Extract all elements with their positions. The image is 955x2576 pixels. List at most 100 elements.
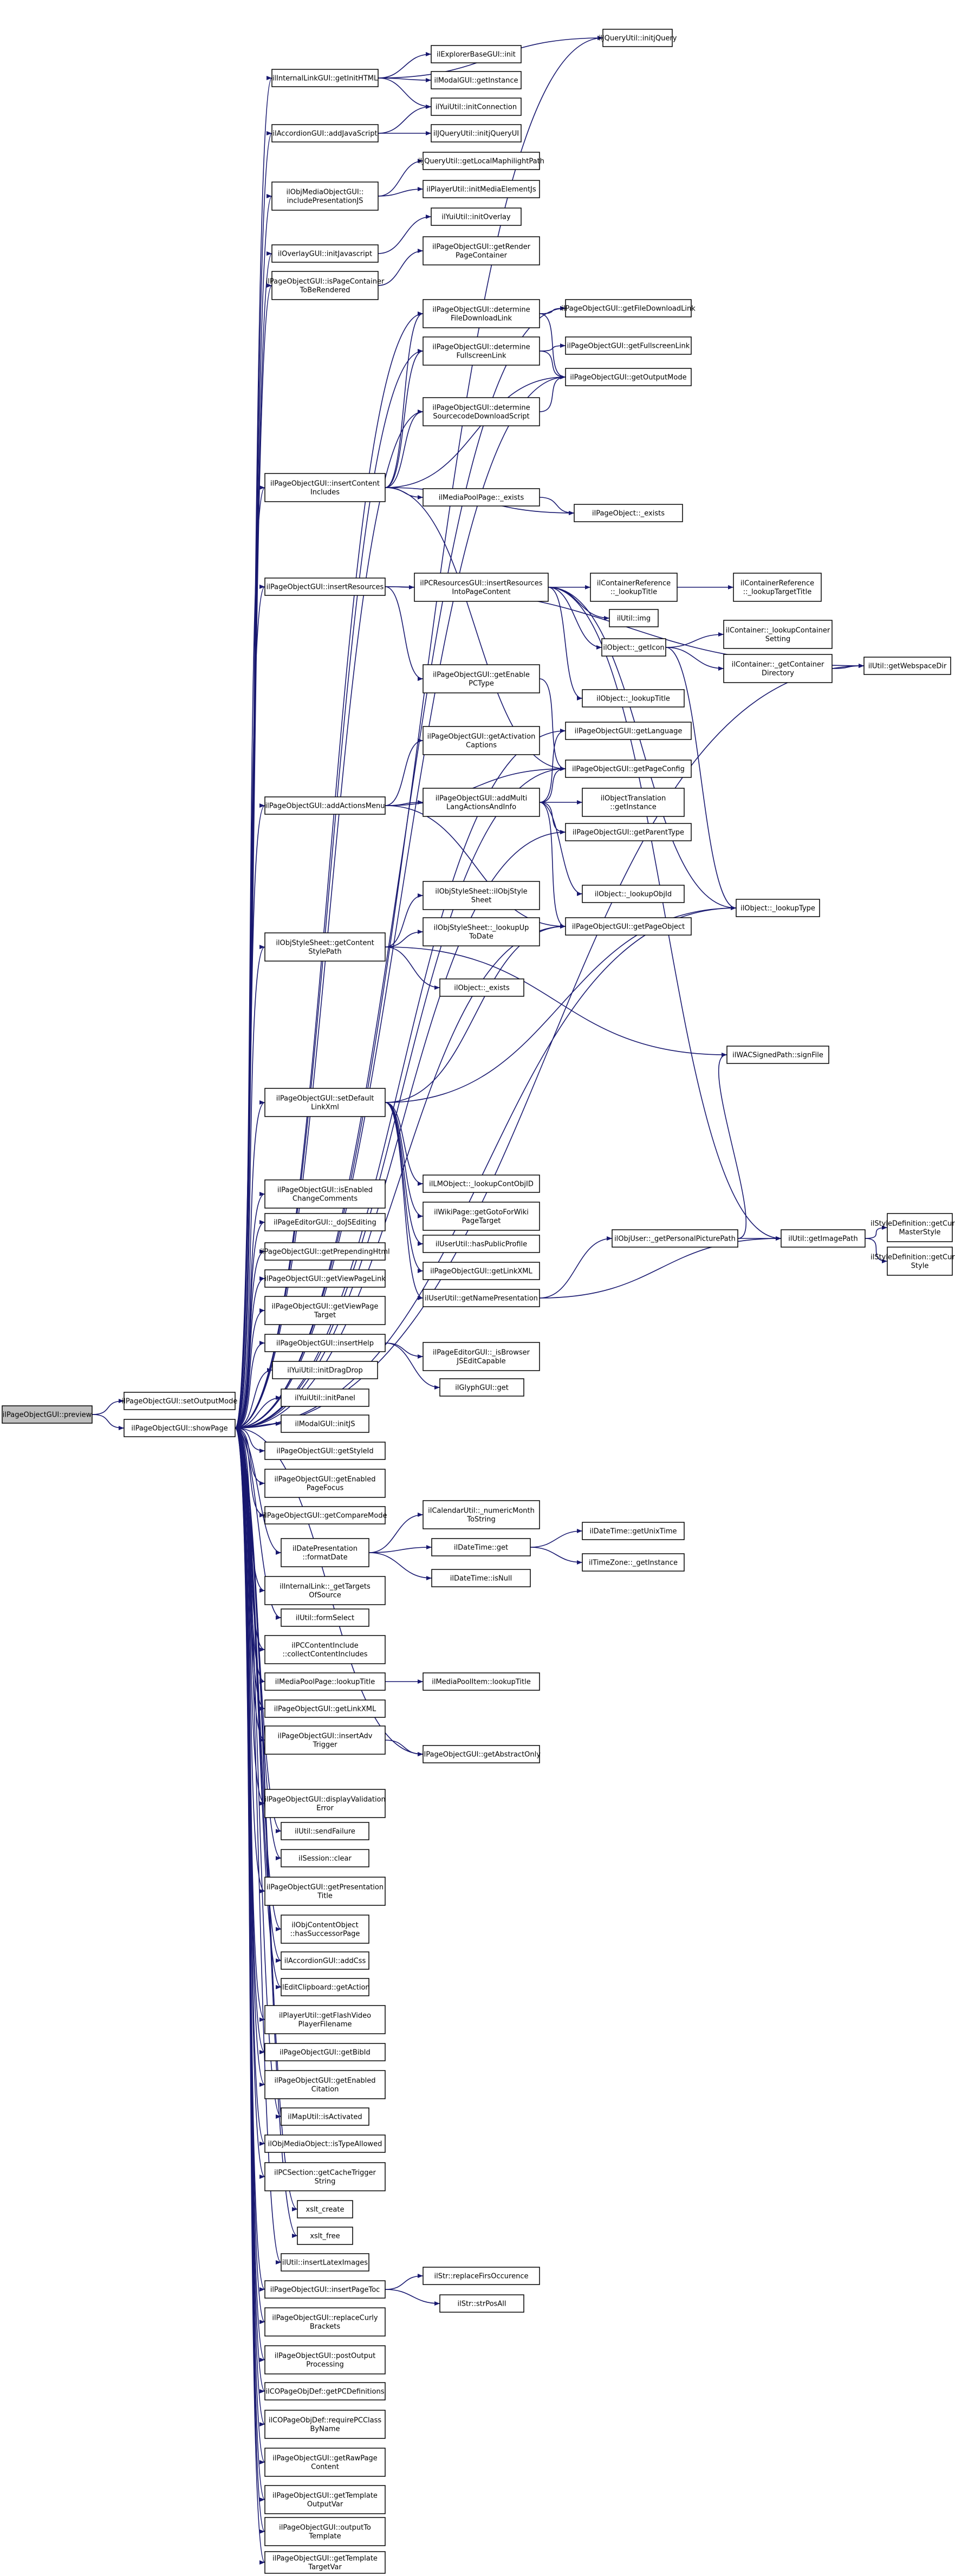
node-get-fs[interactable]: ilPageObjectGUI::getFullscreenLink: [565, 336, 692, 355]
node-obj-get-icon[interactable]: ilObject::_getIcon: [601, 638, 666, 657]
node-explorer-init[interactable]: ilExplorerBaseGUI::init: [431, 45, 522, 63]
node-get-out-mode[interactable]: ilPageObjectGUI::getOutputMode: [565, 368, 692, 386]
node-mp-item-lookup-title[interactable]: ilMediaPoolItem::lookupTitle: [423, 1672, 540, 1691]
node-modal-init-js[interactable]: ilModalGUI::initJS: [281, 1414, 369, 1433]
node-sess-clear[interactable]: ilSession::clear: [281, 1849, 369, 1867]
node-latex-images[interactable]: ilUtil::insertLatexImages: [281, 2253, 369, 2272]
node-det-src[interactable]: ilPageObjectGUI::determineSourcecodeDown…: [423, 397, 540, 426]
node-lookup-obj-id[interactable]: ilObject::_lookupObjId: [582, 885, 685, 903]
node-get-link-xml2[interactable]: ilPageObjectGUI::getLinkXML: [264, 1699, 386, 1718]
node-is-null[interactable]: ilDateTime::isNull: [431, 1569, 531, 1587]
node-det-file-dl[interactable]: ilPageObjectGUI::determineFileDownloadLi…: [423, 299, 540, 328]
node-acc-css[interactable]: ilAccordionGUI::addCss: [281, 1951, 369, 1970]
node-obj-transl[interactable]: ilObjectTranslation::getInstance: [582, 788, 685, 817]
node-wac-signed[interactable]: ilWACSignedPath::signFile: [726, 1046, 829, 1064]
node-jq-ui[interactable]: ilJQueryUtil::initjQueryUI: [431, 124, 522, 142]
node-lookup-title[interactable]: ilObject::_lookupTitle: [582, 689, 685, 708]
node-maphilight[interactable]: ilJQueryUtil::getLocalMaphilightPath: [418, 152, 544, 170]
node-output-mode[interactable]: ilPageObjectGUI::setOutputMode: [122, 1392, 238, 1410]
node-clip-action[interactable]: ilEditClipboard::getAction: [280, 1978, 370, 1996]
node-init-panel[interactable]: ilYuiUtil::initPanel: [281, 1388, 369, 1407]
node-pc-defs[interactable]: ilCOPageObjDef::getPCDefinitions: [264, 2382, 386, 2400]
node-compare-mode[interactable]: ilPageObjectGUI::getCompareMode: [263, 1506, 387, 1524]
node-map-activated[interactable]: ilMapUtil::isActivated: [281, 2107, 369, 2126]
node-xslt-create[interactable]: xslt_create: [297, 2200, 353, 2218]
node-form-select[interactable]: ilUtil::formSelect: [281, 1608, 369, 1627]
node-has-public[interactable]: ilUserUtil::hasPublicProfile: [423, 1235, 540, 1253]
node-insert-help[interactable]: ilPageObjectGUI::insertHelp: [264, 1334, 386, 1352]
node-modal-inst[interactable]: ilModalGUI::getInstance: [431, 71, 522, 89]
node-overlay-js[interactable]: ilOverlayGUI::initJavascript: [271, 244, 379, 263]
node-get-page-config[interactable]: ilPageObjectGUI::getPageConfig: [565, 760, 692, 778]
node-get-lang[interactable]: ilPageObjectGUI::getLanguage: [565, 722, 692, 740]
node-tz-instance[interactable]: ilTimeZone::_getInstance: [582, 1553, 685, 1572]
node-webspace[interactable]: ilUtil::getWebspaceDir: [863, 657, 951, 675]
node-add-multi-lang[interactable]: ilPageObjectGUI::addMultiLangActionsAndI…: [423, 788, 540, 817]
node-pc-render[interactable]: ilPageObjectGUI::isPageContainerToBeRend…: [266, 271, 385, 300]
node-get-style-id[interactable]: ilPageObjectGUI::getStyleId: [264, 1442, 386, 1460]
node-get-parent-type[interactable]: ilPageObjectGUI::getParentType: [565, 823, 692, 841]
node-get-file-dl[interactable]: ilPageObjectGUI::getFileDownloadLink: [561, 299, 696, 317]
node-do-jsediting[interactable]: ilPageEditorGUI::_doJSEditing: [264, 1213, 386, 1231]
node-lm-lookup-cont[interactable]: ilLMObject::_lookupContObjID: [423, 1175, 540, 1193]
node-str-pos-all[interactable]: ilStr::strPosAll: [439, 2294, 524, 2313]
node-get-link-xml[interactable]: ilPageObjectGUI::getLinkXML: [423, 1262, 540, 1280]
node-ss-style[interactable]: ilObjStyleSheet::ilObjStyleSheet: [423, 881, 540, 910]
node-obj-exists[interactable]: ilObject::_exists: [439, 978, 524, 997]
node-user-pic-path[interactable]: ilObjUser::_getPersonalPicturePath: [612, 1229, 738, 1248]
node-add-actions[interactable]: ilPageObjectGUI::addActionsMenu: [264, 796, 386, 815]
node-type-allowed[interactable]: ilObjMediaObject::isTypeAllowed: [264, 2134, 386, 2153]
node-glyph-get[interactable]: ilGlyphGUI::get: [439, 1378, 524, 1397]
node-successor-page[interactable]: ilObjContentObject::hasSuccessorPage: [281, 1915, 369, 1944]
node-int-link-html[interactable]: ilInternalLinkGUI::getInitHTML: [271, 69, 379, 87]
node-unix-time[interactable]: ilDateTime::getUnixTime: [582, 1522, 685, 1540]
node-cr-lookup-target[interactable]: ilContainerReference::_lookupTargetTitle: [733, 573, 822, 602]
node-yui-conn[interactable]: ilYuiUtil::initConnection: [431, 98, 522, 116]
node-yui-overlay[interactable]: ilYuiUtil::initOverlay: [431, 207, 522, 226]
node-inc-pres[interactable]: ilObjMediaObjectGUI::includePresentation…: [271, 181, 379, 211]
node-mp-exists[interactable]: ilMediaPoolPage::_exists: [423, 488, 540, 507]
node-jq-init[interactable]: ilJQueryUtil::initjQuery: [599, 29, 677, 47]
node-flash-video[interactable]: ilPlayerUtil::getFlashVideoPlayerFilenam…: [264, 2005, 386, 2034]
node-image-path[interactable]: ilUtil::getImagePath: [781, 1229, 866, 1248]
node-style-master[interactable]: ilStyleDefinition::getCurrentMasterStyle: [870, 1213, 955, 1242]
node-acc-js[interactable]: ilAccordionGUI::addJavaScript: [271, 124, 379, 142]
node-cr-lookup-title[interactable]: ilContainerReference::_lookupTitle: [590, 573, 678, 602]
node-send-failure[interactable]: ilUtil::sendFailure: [281, 1822, 369, 1840]
node-show-page[interactable]: ilPageObjectGUI::showPage: [124, 1419, 236, 1437]
node-get-page-object[interactable]: ilPageObjectGUI::getPageObject: [565, 917, 692, 936]
node-po-exists[interactable]: ilPageObject::_exists: [574, 504, 683, 522]
node-drag-drop[interactable]: ilYuiUtil::initDragDrop: [272, 1361, 378, 1379]
node-xslt-free[interactable]: xslt_free: [297, 2227, 353, 2245]
node-pc-res-ins[interactable]: ilPCResourcesGUI::insertResourcesIntoPag…: [414, 573, 549, 602]
node-abstract-only[interactable]: ilPageObjectGUI::getAbstractOnly: [422, 1745, 541, 1763]
node-collect-content[interactable]: ilPCContentInclude::collectContentInclud…: [264, 1635, 386, 1664]
node-lookup-type[interactable]: ilObject::_lookupType: [736, 899, 820, 917]
